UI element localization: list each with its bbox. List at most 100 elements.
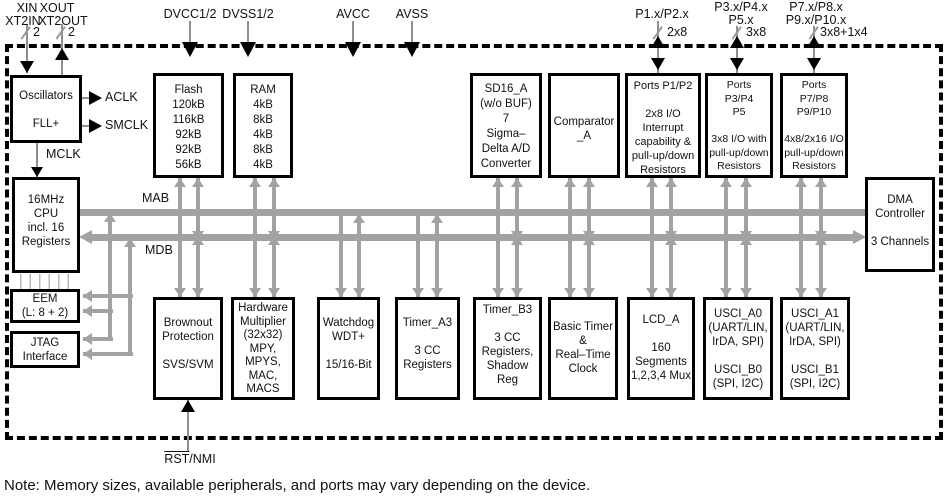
bus-connector-arrow — [719, 178, 732, 297]
p1p2-arrow-down-icon — [651, 58, 665, 70]
bus-connector-arrow — [83, 289, 133, 302]
dvss-arrow-icon — [240, 42, 256, 57]
bus-connector-arrow — [645, 178, 658, 297]
bus-connector-arrow — [582, 178, 595, 240]
xout-arrow-icon — [55, 48, 69, 60]
rst-arrow-icon — [181, 400, 195, 412]
bus-connector-arrow — [191, 178, 204, 240]
oscillators-block: Oscillators FLL+ — [10, 75, 82, 143]
pin-label-dvcc: DVCC1/2 — [163, 7, 217, 21]
xout-width-label: 2 — [68, 25, 75, 39]
bus-connector-arrow — [430, 214, 443, 297]
eem-block: EEM (L: 8 + 2) — [10, 289, 80, 323]
pin-label-dvss: DVSS1/2 — [222, 7, 274, 21]
mdb-label: MDB — [145, 243, 173, 257]
footnote: Note: Memory sizes, available peripheral… — [4, 477, 591, 494]
bus-connector-arrow — [664, 236, 677, 297]
bus-connector-arrow — [664, 178, 677, 240]
xin-arrow-icon — [20, 61, 34, 73]
dvcc-arrow-icon — [182, 42, 198, 57]
pin-label-p5: P5.x — [728, 13, 754, 27]
avcc-line — [352, 21, 354, 44]
dvcc-line — [189, 21, 191, 44]
bus-connector-arrow — [103, 213, 116, 341]
smclk-label: SMCLK — [105, 118, 149, 132]
bus-connector-arrow — [191, 236, 204, 297]
xin-line — [26, 24, 28, 73]
p3p4-line — [736, 26, 738, 73]
bus-connector-arrow — [267, 236, 280, 297]
mab-label: MAB — [142, 191, 170, 205]
mclk-label: MCLK — [46, 147, 81, 161]
pin-label-p9p10: P9.x/P10.x — [785, 13, 847, 27]
mdb-bus — [91, 234, 855, 241]
pin-label-xout: XOUT — [39, 1, 75, 15]
bus-connector-arrow — [814, 178, 827, 240]
ports-p7-p8-p9-p10-block: Ports P7/P8 P9/P10 4x8/2x16 I/O pull-up/… — [780, 73, 848, 178]
pin-label-xt2out: XT2OUT — [38, 14, 88, 28]
device-boundary — [5, 44, 943, 440]
p7p8-arrow-down-icon — [807, 58, 821, 70]
timer-b3-block: Timer_B3 3 CC Registers, Shadow Reg — [473, 297, 542, 400]
xin-width-label: 2 — [33, 25, 40, 39]
bus-connector-arrow — [814, 236, 827, 297]
pin-label-xt2in: XT2IN — [5, 14, 41, 28]
avss-arrow-icon — [404, 42, 420, 57]
watchdog-block: Watchdog WDT+ 15/16-Bit — [317, 297, 380, 400]
p7p8-arrow-up-icon — [807, 36, 821, 48]
aclk-arrow-icon — [89, 91, 102, 105]
p7p8-line — [813, 26, 815, 73]
pin-label-avcc: AVCC — [336, 7, 370, 21]
bus-connector-arrow — [510, 178, 523, 240]
cpu-eem-ribbon — [20, 274, 72, 289]
sd16-adc-block: SD16_A (w/o BUF) 7 Sigma– Delta A/D Conv… — [470, 73, 542, 178]
pin-label-p3p4: P3.x/P4.x — [714, 0, 768, 14]
bus-connector-arrow — [794, 178, 807, 297]
mdb-right-arrow-icon — [853, 230, 866, 244]
basic-timer-rtc-block: Basic Timer & Real–Time Clock — [548, 297, 618, 400]
bus-connector-arrow — [491, 178, 504, 297]
dma-controller-block: DMA Controller 3 Channels — [865, 177, 935, 272]
pin-label-rst-nmi: RST/NMI — [164, 452, 216, 466]
smclk-arrow-icon — [89, 119, 102, 133]
avss-line — [411, 21, 413, 44]
ram-block: RAM 4kB 8kB 4kB 8kB 4kB — [233, 73, 293, 178]
bus-connector-arrow — [510, 236, 523, 297]
pin-label-p7p8: P7.x/P8.x — [789, 0, 843, 14]
p7p8-width-label: 3x8+1x4 — [820, 25, 868, 39]
smclk-line — [82, 125, 89, 127]
hardware-multiplier-block: Hardware Multiplier (32x32) MPY, MPYS, M… — [231, 297, 295, 400]
bus-connector-arrow — [411, 212, 424, 297]
aclk-line — [82, 97, 89, 99]
bus-connector-arrow — [267, 178, 280, 240]
p3p4-width-label: 3x8 — [746, 25, 767, 39]
p1p2-arrow-up-icon — [651, 36, 665, 48]
usci-a1-b1-block: USCI_A1 (UART/LIN, IrDA, SPI) USCI_B1 (S… — [780, 297, 850, 400]
bus-connector-arrow — [563, 178, 576, 297]
bus-connector-arrow — [83, 304, 113, 317]
dvss-line — [247, 21, 249, 44]
flash-block: Flash 120kB 116kB 92kB 92kB 56kB — [153, 73, 224, 178]
lcd-a-block: LCD_A 160 Segments 1,2,3,4 Mux — [627, 297, 695, 400]
bus-connector-arrow — [248, 178, 261, 297]
bus-connector-arrow — [352, 214, 365, 297]
usci-a0-b0-block: USCI_A0 (UART/LIN, IrDA, SPI) USCI_B0 (S… — [703, 297, 773, 400]
pin-label-xin: XIN — [16, 1, 38, 15]
brownout-protection-block: Brownout Protection SVS/SVM — [153, 297, 223, 400]
bus-connector-arrow — [582, 236, 595, 297]
p3p4-arrow-down-icon — [730, 58, 744, 70]
timer-a3-block: Timer_A3 3 CC Registers — [395, 297, 460, 400]
avcc-arrow-icon — [345, 42, 361, 57]
bus-connector-arrow — [334, 212, 347, 297]
aclk-label: ACLK — [105, 90, 138, 104]
pin-label-p1p2: P1.x/P2.x — [635, 7, 689, 21]
bus-connector-arrow — [739, 236, 752, 297]
cpu-block: 16MHz CPU incl. 16 Registers — [12, 177, 80, 273]
comparator-block: Comparator _A — [548, 73, 620, 178]
ports-p3-p4-p5-block: Ports P3/P4 P5 3x8 I/O with pull-up/down… — [705, 73, 773, 178]
bus-connector-arrow — [173, 178, 186, 297]
ports-p1-p2-block: Ports P1/P2 2x8 I/O Interrupt capability… — [625, 73, 701, 178]
p3p4-arrow-up-icon — [730, 36, 744, 48]
p1p2-width-label: 2x8 — [667, 25, 688, 39]
